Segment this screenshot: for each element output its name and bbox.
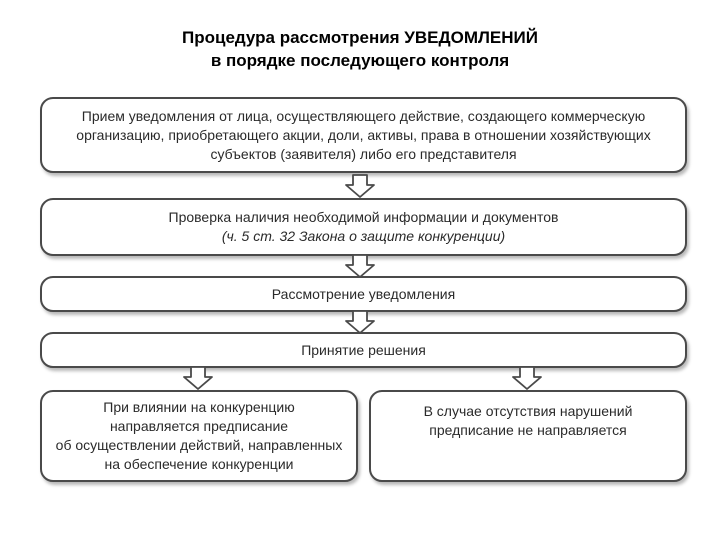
- outcome-right-line-1: В случае отсутствия нарушений: [423, 403, 633, 419]
- outcome-right-line-2: предписание не направляется: [429, 422, 627, 438]
- step-1-line-3: субъектов (заявителя) либо его представи…: [210, 145, 517, 162]
- diagram-title: Процедура рассмотрения УВЕДОМЛЕНИЙ в пор…: [0, 26, 720, 72]
- step-review-notification: Рассмотрение уведомления: [40, 276, 687, 312]
- outcome-left-line-2: направляется предписание: [109, 418, 289, 434]
- arrow-down-right-icon: [512, 366, 542, 390]
- outcome-no-prescription: В случае отсутствия нарушений предписани…: [369, 390, 687, 482]
- step-4-label: Принятие решения: [301, 341, 426, 358]
- step-1-line-2: организацию, приобретающего акции, доли,…: [76, 126, 651, 143]
- step-3-label: Рассмотрение уведомления: [271, 285, 456, 302]
- step-check-documents: Проверка наличия необходимой информации …: [40, 198, 687, 256]
- arrow-down-icon: [345, 254, 375, 278]
- outcome-left-line-3: об осуществлении действий, направленных: [55, 437, 343, 453]
- arrow-down-icon: [345, 310, 375, 334]
- outcome-left-line-1: При влиянии на конкуренцию: [103, 399, 295, 415]
- step-2-law-reference: (ч. 5 ст. 32 Закона о защите конкуренции…: [221, 228, 506, 244]
- title-line-1: Процедура рассмотрения УВЕДОМЛЕНИЙ: [182, 28, 538, 47]
- outcome-prescription-issued: При влиянии на конкуренцию направляется …: [40, 390, 358, 482]
- step-2-line-1: Проверка наличия необходимой информации …: [168, 209, 559, 225]
- title-line-2: в порядке последующего контроля: [210, 51, 510, 70]
- outcome-left-line-4: на обеспечение конкуренции: [104, 456, 294, 472]
- step-decision: Принятие решения: [40, 332, 687, 368]
- step-receive-notification: Прием уведомления от лица, осуществляюще…: [40, 97, 687, 173]
- arrow-down-icon: [345, 174, 375, 198]
- arrow-down-left-icon: [183, 366, 213, 390]
- step-1-line-1: Прием уведомления от лица, осуществляюще…: [81, 107, 646, 124]
